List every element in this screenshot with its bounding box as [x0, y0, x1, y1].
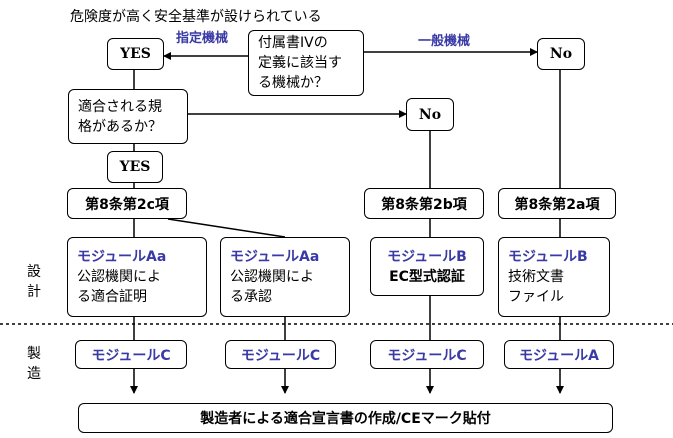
module-b-type-exam-box: モジュールB EC型式認証 [370, 237, 484, 296]
module-aa-title: モジュールAa [77, 249, 167, 265]
manufacture-label-char: 造 [27, 366, 41, 382]
question1-line: 定義に該当す [258, 55, 342, 71]
question1-line: 付属書IVの [258, 35, 328, 51]
module-aa-line: 公認機関によ [230, 269, 314, 285]
yes-box-annex: YES [107, 38, 164, 70]
article-2c-box: 第8条第2c項 [67, 188, 187, 219]
article-2b-box: 第8条第2b項 [364, 188, 484, 219]
declaration-ce-mark-box: 製造者による適合宣言書の作成/CEマーク貼付 [78, 403, 613, 433]
module-aa-title: モジュールAa [230, 249, 320, 265]
question-standard-box: 適合される規 格があるか？ [68, 89, 188, 144]
module-aa-line: る適合証明 [77, 289, 147, 305]
top-caption: 危険度が高く安全基準が設けられている [70, 9, 322, 25]
question-annex-iv-box: 付属書IVの 定義に該当す る機械か？ [248, 30, 364, 96]
branch-label-designated: 指定機械 [176, 31, 229, 46]
module-aa-approval-box: モジュールAa 公認機関によ る承認 [220, 237, 350, 317]
manufacture-label-char: 製 [27, 346, 41, 362]
module-c-box: モジュールC [225, 340, 336, 369]
module-aa-line: 公認機関によ [77, 269, 161, 285]
module-b-line: ファイル [508, 289, 564, 305]
module-a-box: モジュールA [504, 340, 614, 369]
manufacture-label: 製 造 [26, 344, 42, 384]
branch-label-general: 一般機械 [418, 34, 471, 49]
module-b-title: モジュールB [387, 248, 467, 265]
module-b-line: 技術文書 [508, 269, 564, 285]
module-c-box: モジュールC [75, 340, 187, 369]
line-article-c-module2 [167, 218, 286, 238]
question1-line: る機械か？ [258, 75, 328, 91]
question2-line: 格があるか？ [78, 118, 162, 135]
module-c-box: モジュールC [370, 340, 484, 369]
module-b-title: モジュールB [508, 249, 588, 265]
design-label-char: 計 [27, 284, 41, 300]
article-2a-box: 第8条第2a項 [498, 188, 616, 219]
yes-box-standard: YES [107, 151, 163, 183]
module-b-line: EC型式認証 [389, 268, 465, 285]
no-box-standard: No [406, 98, 454, 131]
module-aa-certification-box: モジュールAa 公認機関によ る適合証明 [67, 237, 207, 317]
module-aa-line: る承認 [230, 289, 272, 305]
question2-line: 適合される規 [78, 98, 162, 115]
no-box-annex: No [537, 38, 585, 70]
module-b-technical-file-box: モジュールB 技術文書 ファイル [498, 237, 610, 317]
design-label: 設 計 [26, 262, 42, 302]
design-label-char: 設 [27, 264, 41, 280]
